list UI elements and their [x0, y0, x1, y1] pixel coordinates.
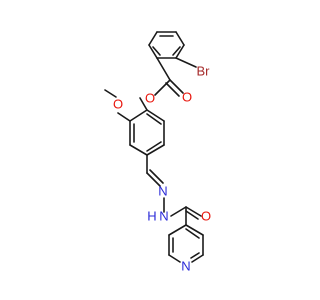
- molecule-drawing: Br O O O N N H O N: [104, 31, 211, 274]
- bond: [148, 44, 158, 59]
- bond: [168, 254, 181, 263]
- bond: [154, 79, 171, 96]
- bond: [175, 44, 185, 59]
- bond: [170, 206, 187, 217]
- structure-canvas: Br O O O N N H O N: [104, 31, 211, 274]
- bond: [148, 31, 158, 46]
- bond: [190, 252, 200, 259]
- atom-label-hydrazone-h: H: [147, 209, 156, 224]
- bond: [185, 228, 200, 239]
- bond: [149, 169, 164, 184]
- atom-label-methoxy-oxygen: O: [113, 97, 123, 112]
- atom-label-hydrazone-nh: N: [159, 209, 168, 224]
- bond: [146, 144, 165, 156]
- bond: [146, 172, 161, 187]
- bond: [117, 112, 131, 122]
- bond: [104, 89, 117, 98]
- bond: [139, 97, 148, 111]
- bond: [168, 224, 187, 236]
- atom-label-ester-carbonyl-oxygen: O: [182, 90, 192, 105]
- bond: [175, 57, 197, 68]
- bond: [146, 109, 165, 122]
- bond: [129, 109, 148, 122]
- atom-label-pyridine-nitrogen: N: [181, 259, 190, 274]
- atom-label-layer: Br O O O N N H O N: [113, 64, 211, 274]
- bond: [191, 254, 204, 263]
- bond: [172, 46, 181, 56]
- bond: [129, 144, 148, 156]
- bond: [185, 210, 199, 220]
- bond: [156, 57, 171, 81]
- atom-label-amide-oxygen: O: [201, 209, 211, 224]
- bond: [169, 79, 184, 94]
- bond-layer: [104, 31, 204, 263]
- bond: [175, 31, 185, 46]
- bond: [185, 206, 202, 217]
- atom-label-bromine: Br: [197, 64, 211, 79]
- bond: [165, 82, 180, 97]
- bond: [146, 141, 162, 152]
- bond: [152, 46, 161, 56]
- bond: [146, 113, 162, 125]
- atom-label-ester-ether-oxygen: O: [145, 91, 155, 106]
- bond: [185, 224, 204, 236]
- atom-label-hydrazone-n: N: [158, 184, 167, 199]
